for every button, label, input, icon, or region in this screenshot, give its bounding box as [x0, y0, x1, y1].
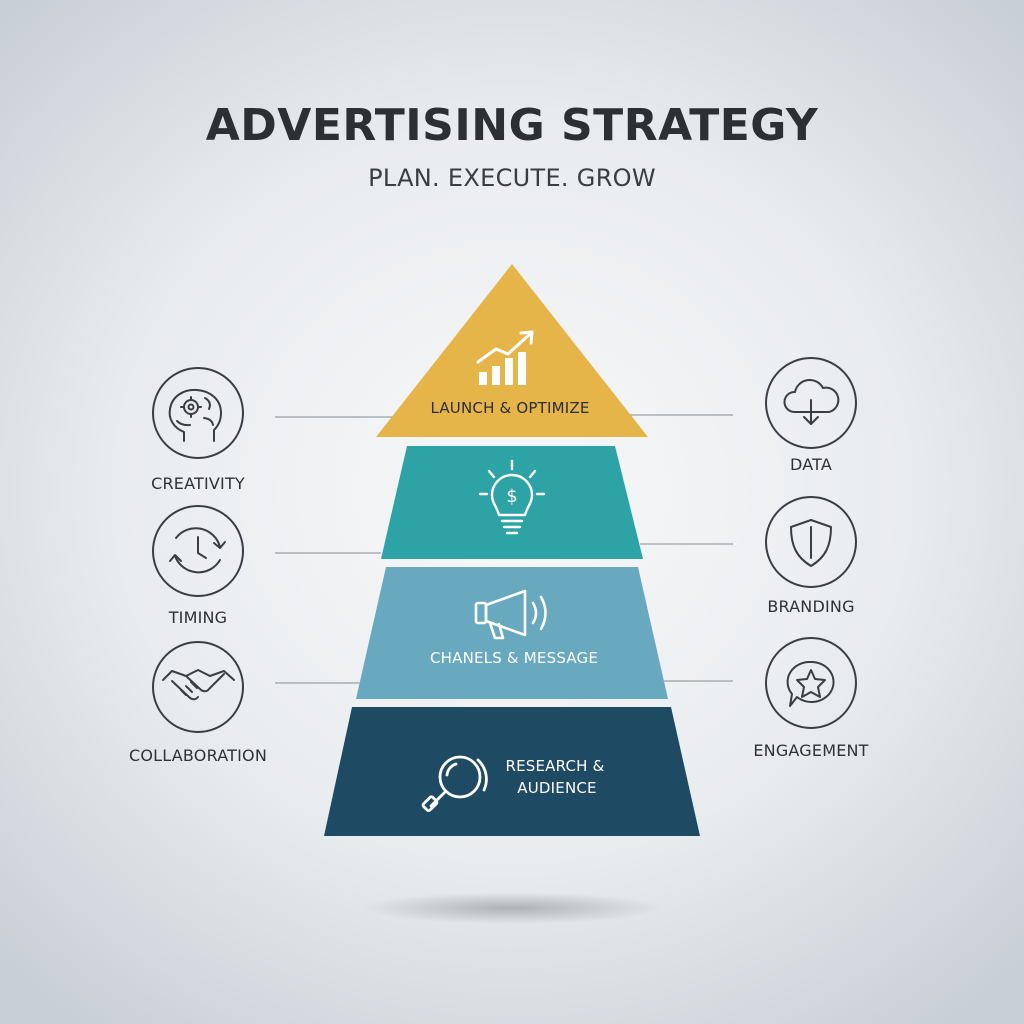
tier-idea-shape	[381, 446, 643, 559]
tier-research-label-line1: RESEARCH &	[505, 757, 604, 775]
tier-research-label-line2: AUDIENCE	[517, 779, 596, 797]
right-label-data: DATA	[789, 455, 833, 474]
left-label-timing: TIMING	[168, 608, 228, 627]
right-label-engagement: ENGAGEMENT	[753, 741, 869, 760]
tier-launch-label: LAUNCH & OPTIMIZE	[430, 399, 589, 417]
pyramid-tier-launch: LAUNCH & OPTIMIZE	[376, 264, 648, 437]
pyramid-tier-idea: $	[381, 446, 643, 559]
growth-chart-icon	[476, 330, 534, 385]
tier-channels-label: CHANELS & MESSAGE	[430, 649, 598, 667]
left-label-creativity: CREATIVITY	[151, 474, 245, 493]
brain-gear-icon	[152, 367, 244, 459]
tier-research-shape	[324, 707, 700, 836]
connector-lines	[275, 414, 733, 684]
clock-cycle-icon	[152, 505, 244, 597]
magnifier-icon	[421, 755, 488, 813]
shield-icon	[765, 496, 857, 588]
page-subtitle: PLAN. EXECUTE. GROW	[368, 164, 656, 192]
page-title: ADVERTISING STRATEGY	[205, 100, 819, 151]
pyramid-tier-research: RESEARCH & AUDIENCE	[324, 707, 700, 836]
svg-text:$: $	[506, 486, 517, 507]
megaphone-icon	[474, 589, 547, 640]
cloud-download-icon	[765, 357, 857, 449]
left-label-collaboration: COLLABORATION	[128, 746, 268, 765]
tier-channels-shape	[356, 567, 668, 699]
right-label-branding: BRANDING	[767, 597, 855, 616]
pyramid-shadow	[362, 892, 662, 924]
lightbulb-dollar-icon: $	[478, 459, 546, 535]
pyramid-tier-channels: CHANELS & MESSAGE	[356, 567, 668, 699]
handshake-icon	[152, 641, 244, 733]
chat-star-icon	[765, 637, 857, 729]
